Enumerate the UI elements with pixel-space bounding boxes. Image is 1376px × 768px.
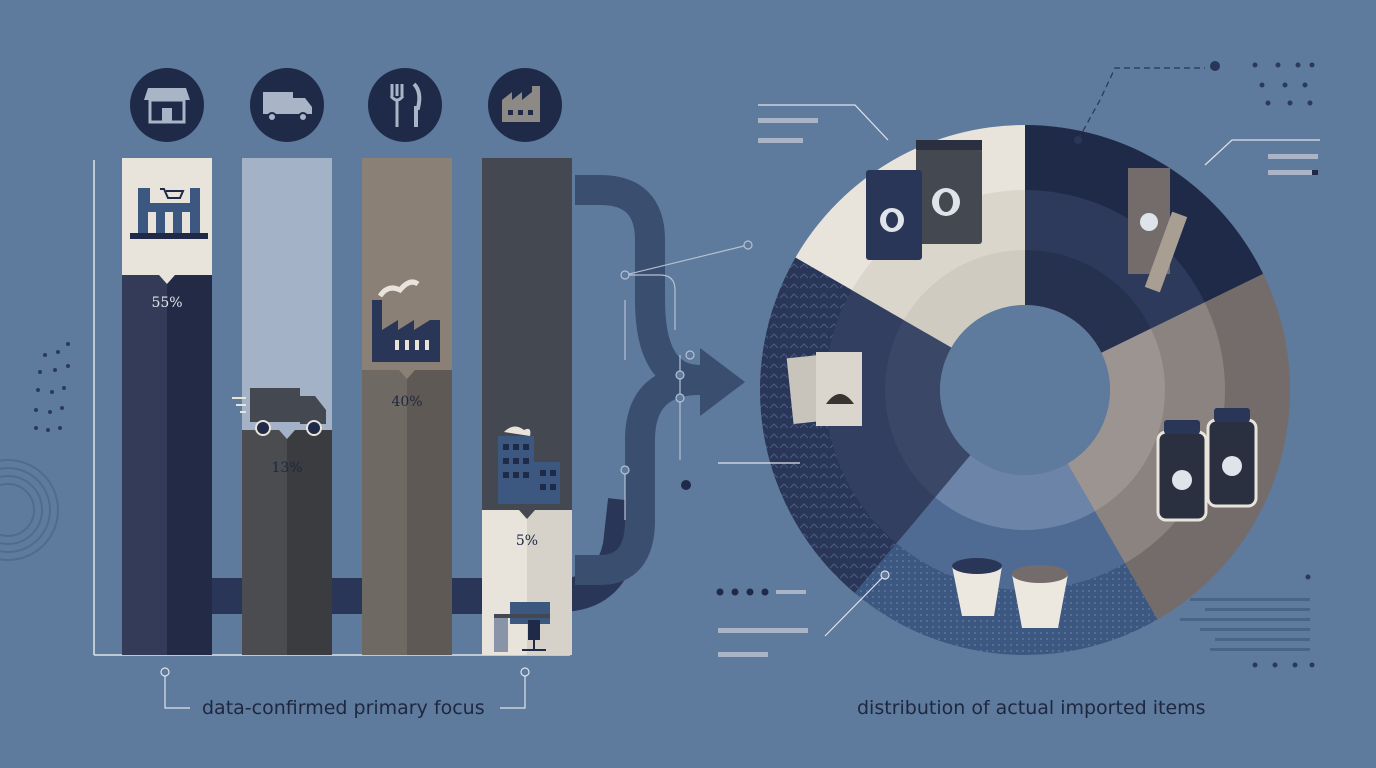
bar-connector: [332, 578, 362, 614]
decorative-lines-right: [1180, 574, 1315, 668]
bar-body-left: [242, 430, 287, 655]
decorative-dots-left: [34, 342, 70, 432]
decorative-arc-lines: [0, 459, 59, 561]
bar-body-left: [122, 275, 167, 655]
coffee-stick-icon: [1128, 168, 1188, 293]
bar-connector: [452, 578, 482, 614]
donut-hole: [940, 305, 1110, 475]
bar-notch: [519, 510, 535, 519]
donut-inner-ring-coffee-capsule: [935, 455, 1095, 531]
storefront-icon: [130, 68, 204, 142]
delivery-truck-icon: [250, 68, 324, 142]
coffee-bag-icon: [866, 140, 982, 260]
bar-body-left: [362, 370, 407, 655]
bar-notch: [279, 430, 295, 439]
legend-placeholder-lines: [716, 118, 1318, 657]
bar-upper-panel: [242, 158, 332, 430]
bar-series: 55% 13% 40% 5%: [122, 158, 572, 655]
bar-connector: [212, 578, 242, 614]
fork-knife-icon: [368, 68, 442, 142]
coffee-sachet-icon: [786, 352, 862, 426]
bar-notch: [399, 370, 415, 379]
bar-food-service: 40%: [362, 158, 452, 655]
bar-value-label: 5%: [516, 533, 538, 549]
delivery-truck-icon: [232, 388, 326, 436]
office-building-icon: [498, 426, 560, 504]
donut-inner-ring-coffee-bag: [903, 250, 1025, 348]
bar-value-label: 13%: [271, 460, 302, 476]
donut-mid-ring-coffee-stick: [1025, 190, 1205, 340]
coffee-jar-icon: [1156, 408, 1258, 522]
bar-body-right: [407, 370, 452, 655]
decorative-dots-right: [1252, 62, 1315, 106]
factory-icon: [488, 68, 562, 142]
office-desk-icon: [494, 602, 550, 652]
donut-chart-caption: distribution of actual imported items: [857, 697, 1206, 719]
bar-body-right: [287, 430, 332, 655]
bar-body-right: [167, 275, 212, 655]
donut-inner-ring-coffee-jar: [1067, 328, 1165, 512]
bar-value-label: 55%: [151, 295, 182, 311]
bar-distribution: 13%: [242, 158, 332, 655]
category-icons: [130, 68, 562, 142]
connector-lines: [620, 240, 753, 520]
bar-chart-caption: data-confirmed primary focus: [202, 697, 485, 719]
donut-inner-ring-coffee-stick: [1025, 250, 1151, 353]
caption-bracket: [160, 667, 530, 709]
bar-value-label: 40%: [391, 394, 422, 410]
shopping-cart-store-icon: [130, 185, 208, 239]
donut-inner-ring-coffee-sachet: [885, 320, 971, 498]
bar-notch: [159, 275, 175, 284]
factory-icon: [372, 279, 440, 362]
coffee-capsule-icon: [952, 558, 1068, 628]
bar-manufacturing: 5%: [482, 158, 572, 655]
callout-lines: [718, 61, 1320, 637]
